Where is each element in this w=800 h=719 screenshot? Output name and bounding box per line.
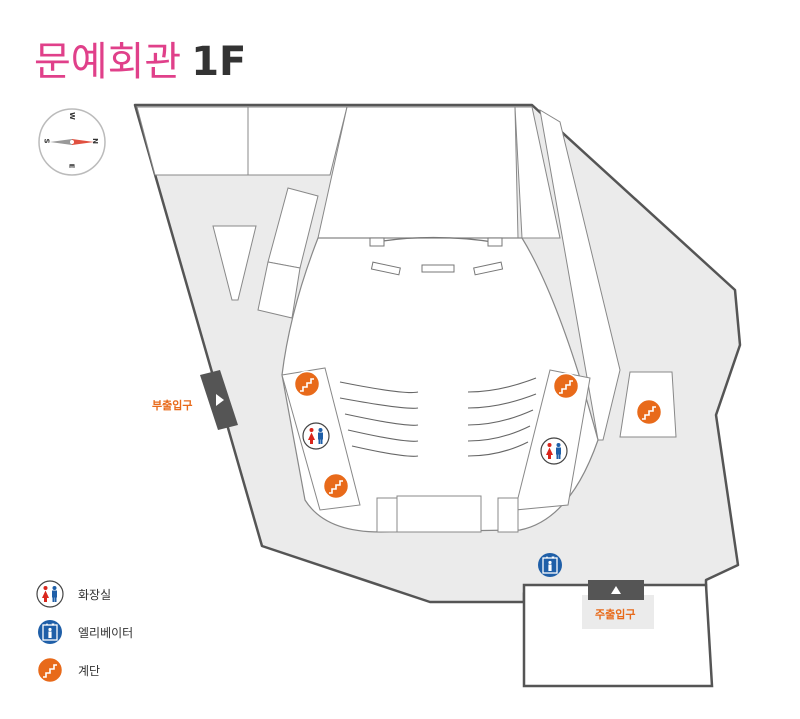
sub-entrance-arrow-icon [216,394,224,406]
room-top-stage [317,106,519,239]
room-top-mid [247,106,348,176]
seat-rows [339,377,537,457]
main-entrance-label: 주출입구 [595,608,636,621]
auditorium-shell [281,237,599,533]
stairs-icon [293,370,321,398]
room-top-right [514,106,561,239]
legend: 화장실 엘리베이터 계단 [36,579,133,693]
rear-room-right [497,497,519,533]
compass-east: E [67,163,76,169]
legend-item-restroom: 화장실 [36,579,133,609]
elevator-icon [537,552,563,578]
rear-room-left [376,497,398,533]
main-entrance-room [522,583,714,688]
compass-west: W [67,112,76,120]
compass-north: N [90,138,99,144]
room-top-left [136,106,249,176]
pit-seats-mid [421,264,455,273]
building-name: 문예회관 [34,39,182,85]
triangle-feature [212,225,257,301]
main-entrance-arrow-icon [611,586,621,594]
rear-room-center [396,495,482,533]
stage-step-right [487,237,503,247]
floor-label: 1F [191,39,247,85]
compass-south: S [42,138,51,144]
stage-step-left [369,237,385,247]
stairs-icon [322,472,350,500]
pit-seats-right [473,261,504,276]
compass [38,108,106,176]
legend-item-stairs: 계단 [36,655,133,685]
sub-entrance-label: 부출입구 [152,399,193,412]
stairs-icon [635,398,663,426]
legend-item-elevator: 엘리베이터 [36,617,133,647]
legend-label-restroom: 화장실 [78,587,112,602]
legend-label-stairs: 계단 [78,663,101,678]
restroom-icon [540,437,568,465]
stairs-icon [552,372,580,400]
legend-label-elevator: 엘리베이터 [78,625,134,640]
restroom-icon [302,422,330,450]
pit-seats-left [370,261,401,276]
main-entrance-mat [582,595,654,629]
